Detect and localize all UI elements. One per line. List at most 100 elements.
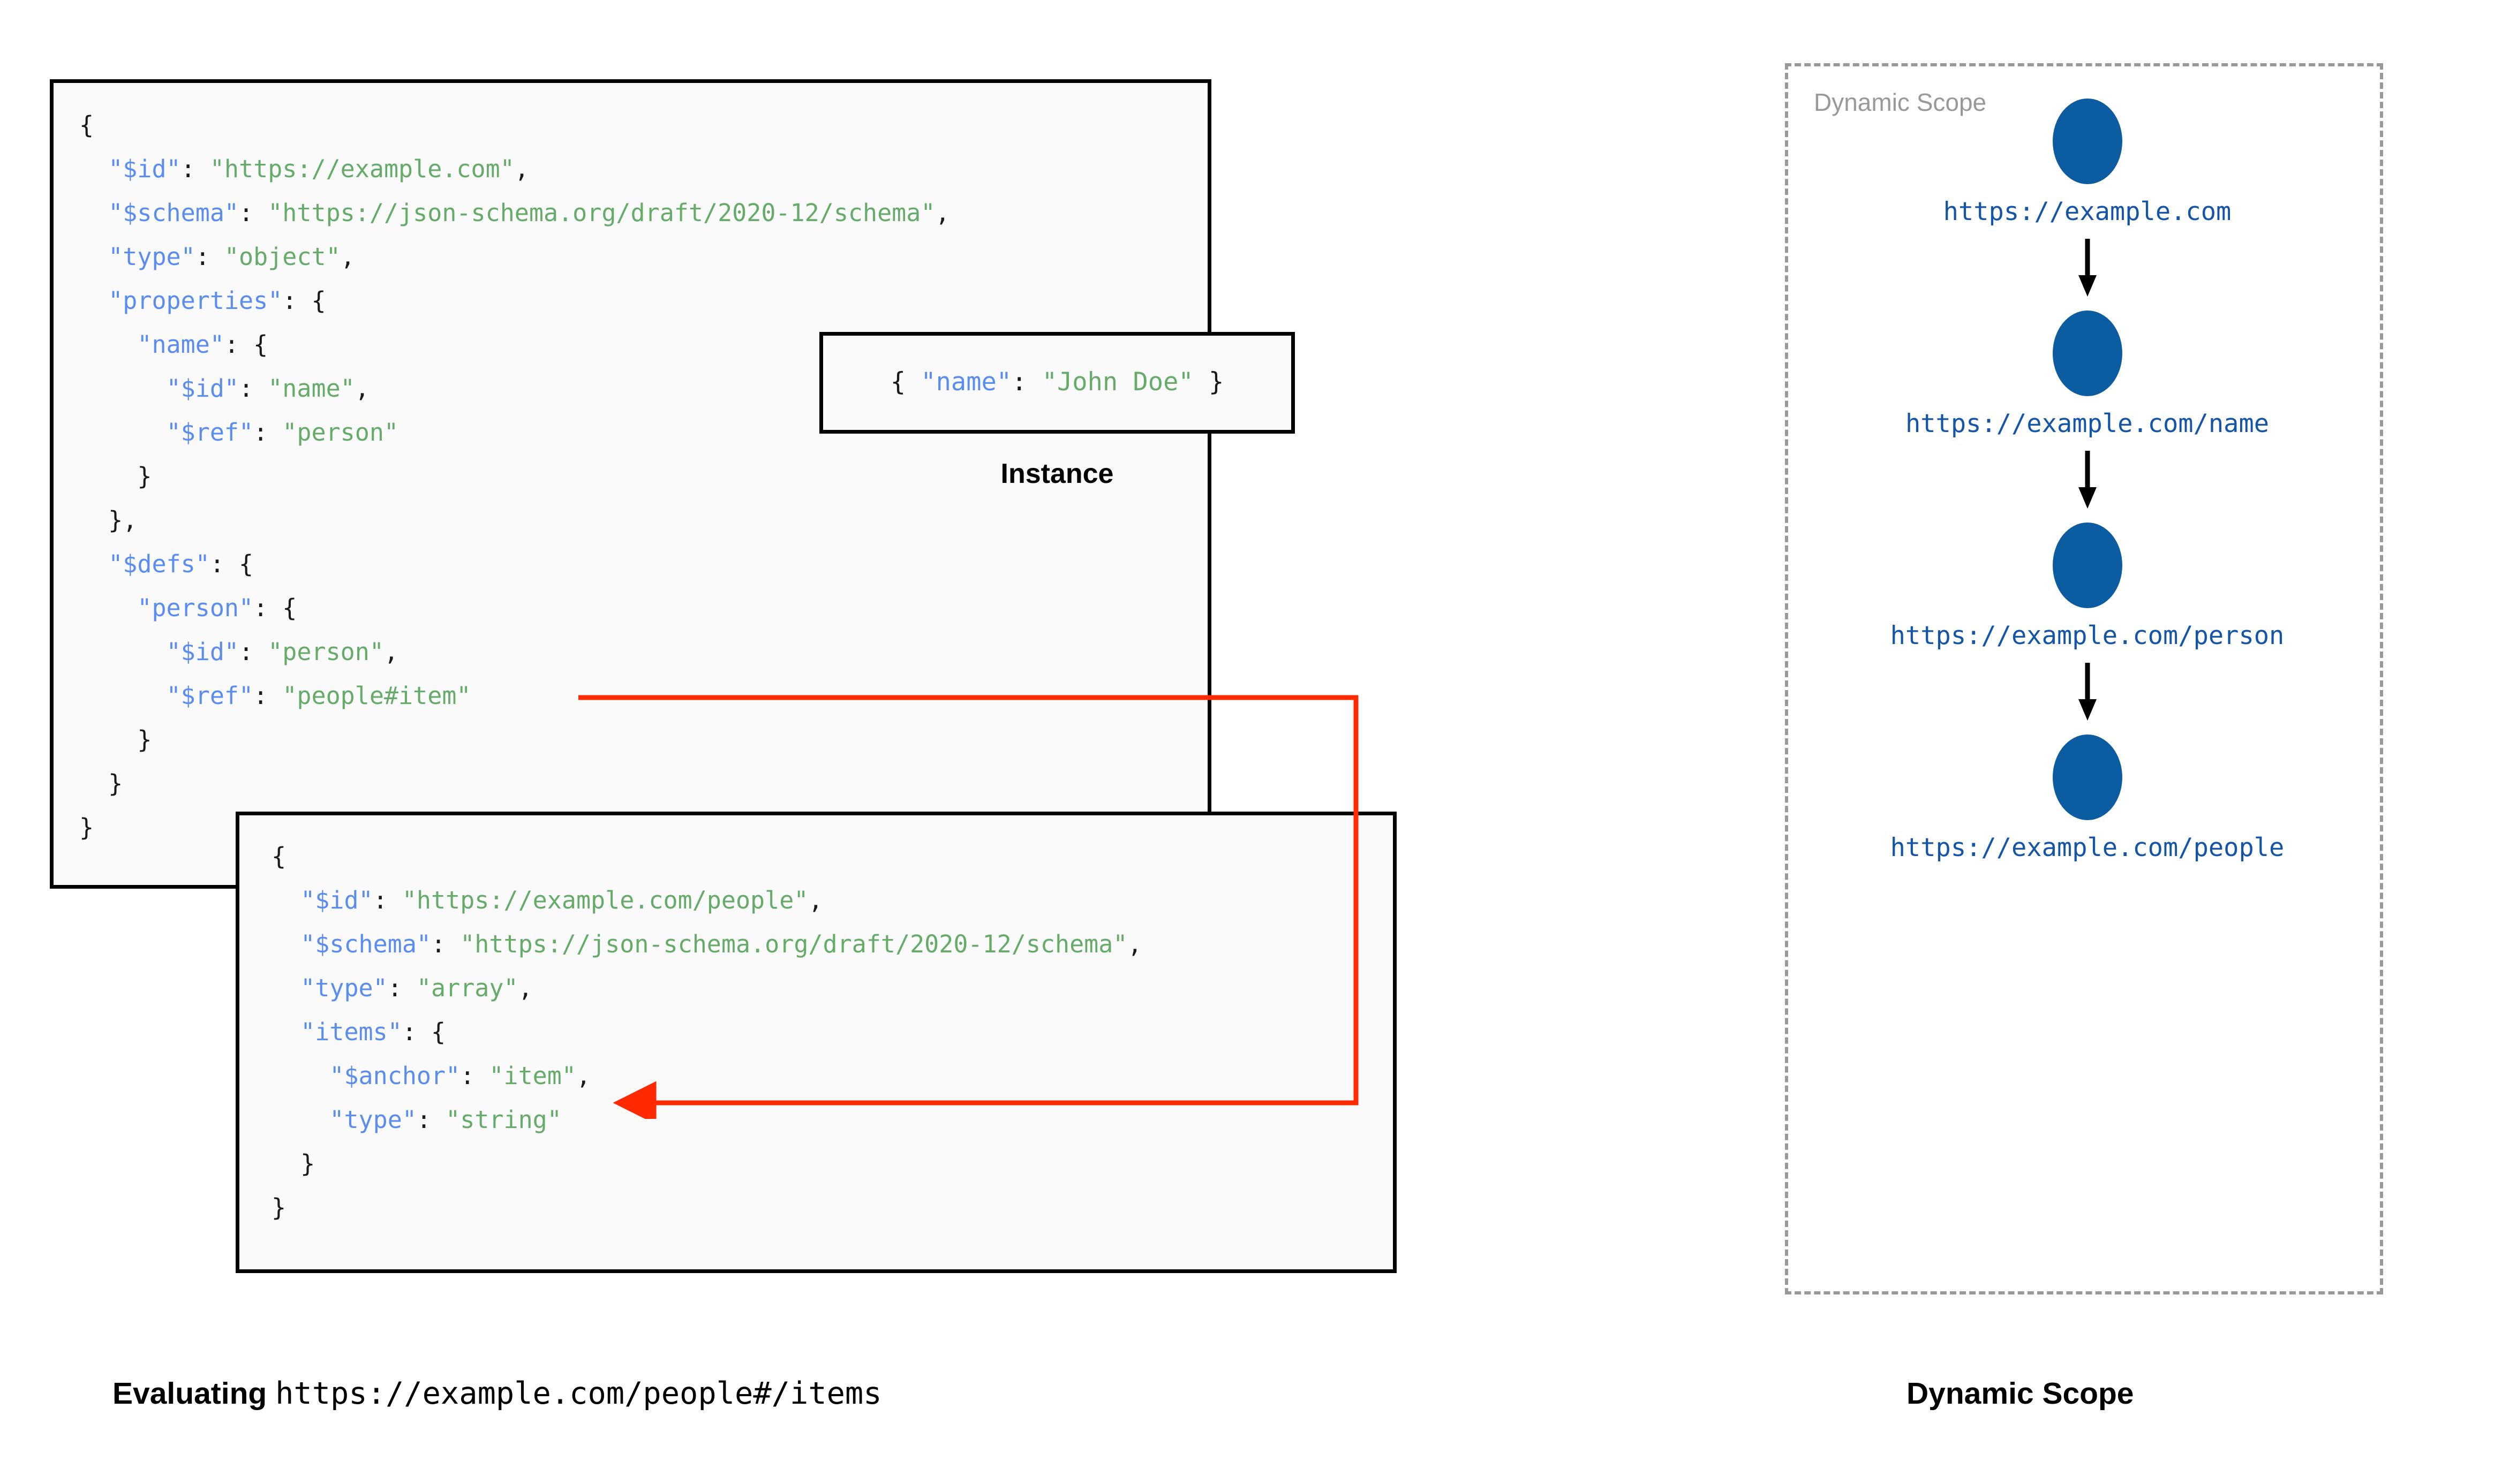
scope-node-label: https://example.com/person <box>1890 621 2285 650</box>
json-punct <box>79 243 108 271</box>
json-string: "string" <box>446 1106 562 1134</box>
json-key: "type" <box>329 1106 417 1134</box>
json-key: "properties" <box>108 286 283 315</box>
code-line: }, <box>79 498 950 542</box>
json-punct: : <box>253 418 283 446</box>
json-punct: } <box>272 1149 315 1178</box>
json-punct: } <box>1193 367 1224 397</box>
code-line: "properties": { <box>79 279 950 323</box>
evaluating-caption: Evaluating https://example.com/people#/i… <box>112 1376 882 1411</box>
json-punct: : <box>253 682 283 710</box>
code-line: "$anchor": "item", <box>272 1054 1142 1098</box>
json-string: "person" <box>282 418 399 446</box>
json-punct: } <box>79 462 152 490</box>
json-string: "https://example.com/people" <box>402 886 809 914</box>
json-punct: : { <box>224 330 268 359</box>
json-punct: , <box>340 243 355 271</box>
code-line: } <box>79 718 950 762</box>
json-punct: : <box>195 243 224 271</box>
json-punct: , <box>808 886 823 914</box>
json-punct <box>79 550 108 578</box>
json-punct: : { <box>209 550 254 578</box>
json-key: "$schema" <box>108 199 239 227</box>
json-punct: , <box>514 155 529 183</box>
code-line: "name": { <box>79 323 950 367</box>
scope-node: https://example.com/name <box>1788 311 2386 438</box>
code-line: "items": { <box>272 1010 1142 1054</box>
code-line: { "name": "John Doe" } <box>823 364 1291 401</box>
code-line: } <box>272 1186 1142 1230</box>
json-punct: : <box>239 638 268 666</box>
json-key: "name" <box>137 330 224 359</box>
json-key: "$id" <box>166 638 239 666</box>
json-string: "person" <box>268 638 384 666</box>
json-punct <box>79 682 167 710</box>
json-punct: : <box>239 199 268 227</box>
json-string: "name" <box>268 374 355 403</box>
json-punct: : <box>1012 367 1042 397</box>
instance-code: { "name": "John Doe" } <box>823 364 1291 401</box>
json-string: "John Doe" <box>1042 367 1194 397</box>
scope-node-label: https://example.com/name <box>1905 409 2270 438</box>
scope-node-circle-icon <box>2052 523 2122 608</box>
scope-node-label: https://example.com <box>1943 197 2232 226</box>
json-punct: : <box>387 974 417 1002</box>
dynamic-scope-flow: https://example.com https://example.com/n… <box>1788 66 2386 1298</box>
code-line: } <box>272 1142 1142 1186</box>
dynamic-scope-title: Dynamic Scope <box>1814 88 1987 116</box>
code-line: } <box>79 455 950 498</box>
json-key: "person" <box>137 594 254 622</box>
code-line: "$ref": "person" <box>79 411 950 455</box>
json-punct: : <box>373 886 402 914</box>
schema-people-code: { "$id": "https://example.com/people", "… <box>272 835 1142 1230</box>
code-line: { <box>79 103 950 147</box>
json-string: "https://json-schema.org/draft/2020-12/s… <box>460 930 1128 958</box>
code-line: "$id": "person", <box>79 630 950 674</box>
json-punct <box>79 330 137 359</box>
dynamic-scope-panel: Dynamic Scope https://example.com https:/… <box>1785 63 2383 1294</box>
json-punct: { <box>79 111 94 139</box>
json-string: "item" <box>489 1062 576 1090</box>
json-punct <box>272 1106 329 1134</box>
json-key: "$id" <box>166 374 239 403</box>
json-punct: : <box>431 930 461 958</box>
json-punct: } <box>79 769 123 798</box>
scope-node-circle-icon <box>2052 99 2122 184</box>
evaluating-url: https://example.com/people#/items <box>275 1376 882 1411</box>
json-punct: } <box>79 813 94 842</box>
scope-node: https://example.com/people <box>1788 735 2386 862</box>
scope-node-circle-icon <box>2052 735 2122 820</box>
json-punct: , <box>935 199 950 227</box>
code-line: "$ref": "people#item" <box>79 674 950 718</box>
json-punct: , <box>383 638 399 666</box>
code-line: "type": "array", <box>272 966 1142 1010</box>
json-punct: } <box>79 725 152 754</box>
code-line: "$id": "name", <box>79 367 950 411</box>
json-punct <box>79 374 167 403</box>
schema-root-code: { "$id": "https://example.com", "$schema… <box>79 103 950 850</box>
json-key: "$defs" <box>108 550 210 578</box>
json-key: "$id" <box>108 155 181 183</box>
code-line: "$id": "https://example.com/people", <box>272 879 1142 922</box>
evaluating-label: Evaluating <box>112 1376 276 1411</box>
code-line: } <box>79 806 950 850</box>
scope-node: https://example.com <box>1788 99 2386 226</box>
json-punct: : { <box>282 286 326 315</box>
json-string: "people#item" <box>282 682 471 710</box>
json-punct: : <box>239 374 268 403</box>
json-punct <box>272 1062 329 1090</box>
json-key: "items" <box>300 1018 402 1046</box>
instance-box: { "name": "John Doe" } <box>819 332 1295 434</box>
json-punct <box>79 418 167 446</box>
json-key: "$id" <box>300 886 373 914</box>
json-punct: { <box>272 842 287 870</box>
json-punct <box>79 155 108 183</box>
dynamic-scope-caption: Dynamic Scope <box>1906 1376 2134 1411</box>
json-punct <box>79 594 137 622</box>
json-punct: , <box>1127 930 1142 958</box>
json-key: "$ref" <box>166 418 254 446</box>
json-punct: { <box>890 367 921 397</box>
json-key: "type" <box>108 243 195 271</box>
code-line: "type": "object", <box>79 235 950 279</box>
json-punct: : { <box>402 1018 446 1046</box>
